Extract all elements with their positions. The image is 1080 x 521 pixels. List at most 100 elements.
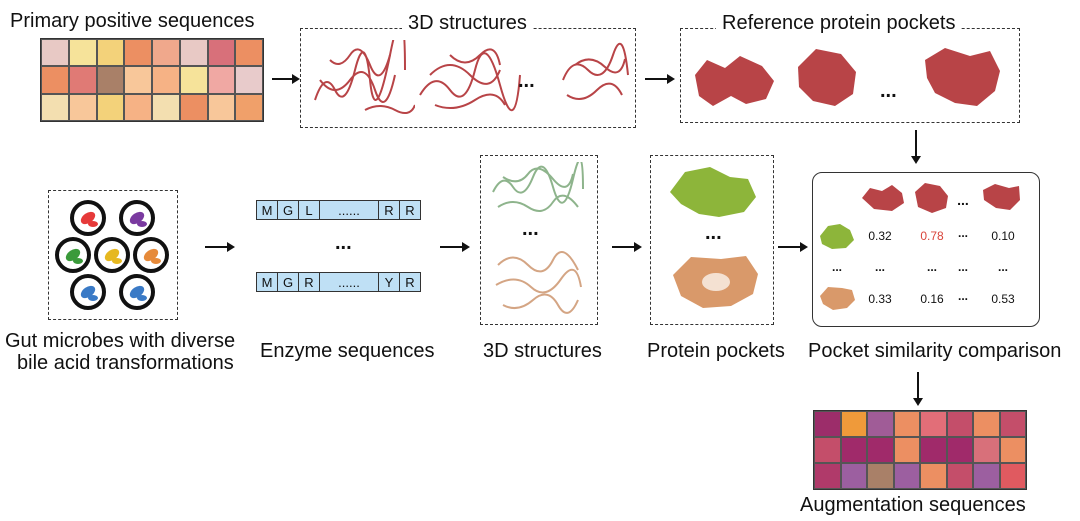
sequence-cell — [41, 66, 69, 94]
amino-acid-cell: ...... — [319, 272, 379, 292]
protein-structure-icon — [562, 42, 629, 100]
sequence-cell — [893, 437, 920, 463]
sequence-cell — [973, 437, 1000, 463]
arrow-down — [911, 130, 921, 164]
top-structures-label: 3D structures — [402, 12, 533, 34]
augmentation-label: Augmentation sequences — [800, 494, 1026, 516]
sequence-cell — [124, 39, 152, 67]
reference-pocket-icon — [983, 184, 1020, 210]
arrow-right — [645, 74, 675, 84]
gut-microbes-label-line2: bile acid transformations — [17, 352, 234, 374]
matrix-ellipsis: ... — [997, 260, 1008, 274]
bacterium-icon — [88, 295, 98, 301]
sequence-cell — [41, 39, 69, 67]
sequence-cell — [179, 66, 208, 94]
tan-pocket-icon — [673, 256, 758, 308]
augmentation-sequences-grid — [813, 410, 1027, 490]
bacterium-icon — [129, 211, 145, 225]
bacterium-icon — [80, 211, 96, 225]
bacterium-icon — [73, 258, 83, 264]
protein-pockets-box — [650, 155, 774, 325]
gut-microbes-box — [48, 190, 178, 320]
bacterium-icon — [137, 295, 147, 301]
reference-pocket-icon — [862, 185, 904, 211]
sequence-cell — [999, 463, 1026, 489]
bacterium-icon — [88, 221, 98, 227]
similarity-label: Pocket similarity comparison — [808, 340, 1062, 362]
reference-pocket-icon — [695, 56, 774, 106]
sequence-cell — [207, 39, 236, 67]
sequence-cell — [96, 66, 125, 94]
sequence-cell — [840, 463, 867, 489]
matrix-ellipsis: ... — [831, 260, 842, 274]
sequence-cell — [152, 39, 180, 67]
sequence-cell — [973, 411, 1000, 437]
amino-acid-cell: G — [277, 272, 299, 292]
sequence-cell — [235, 39, 263, 67]
similarity-value: 0.53 — [991, 292, 1015, 306]
matrix-ellipsis: ... — [874, 260, 885, 274]
amino-acid-cell: G — [277, 200, 299, 220]
bottom-structures-box — [480, 155, 598, 325]
amino-acid-cell: R — [378, 200, 400, 220]
matrix-ellipsis: ... — [957, 289, 968, 303]
pocket-similarity-box — [812, 172, 1040, 327]
sequence-cell — [920, 411, 947, 437]
ellipsis: ... — [880, 80, 897, 102]
amino-acid-cell: M — [256, 272, 278, 292]
sequence-cell — [124, 66, 152, 94]
sequence-cell — [96, 93, 125, 121]
reference-pocket-icon — [798, 49, 856, 106]
sequence-cell — [96, 39, 125, 67]
sequence-cell — [179, 93, 208, 121]
protein-structure-icon — [419, 48, 521, 111]
primary-sequences-grid — [40, 38, 264, 122]
sequence-cell — [68, 39, 97, 67]
green-structure-icon — [492, 162, 584, 212]
sequence-cell — [946, 411, 973, 437]
reference-pocket-icon — [915, 183, 948, 213]
amino-acid-cell: L — [298, 200, 320, 220]
arrow-right — [612, 242, 642, 252]
reference-pocket-icon — [925, 48, 1000, 106]
ellipsis: ... — [522, 218, 539, 240]
amino-acid-cell: R — [399, 272, 421, 292]
arrow-right — [778, 242, 808, 252]
sequence-cell — [207, 93, 236, 121]
bacterium-icon — [137, 221, 147, 227]
ellipsis: ... — [518, 70, 535, 92]
sequence-cell — [68, 66, 97, 94]
bacterium-icon — [151, 258, 161, 264]
sequence-cell — [179, 39, 208, 67]
sequence-cell — [68, 93, 97, 121]
sequence-cell — [999, 411, 1026, 437]
reference-pockets-label: Reference protein pockets — [716, 12, 962, 34]
sequence-cell — [814, 411, 841, 437]
sequence-cell — [235, 66, 263, 94]
amino-acid-cell: R — [298, 272, 320, 292]
ellipsis: ... — [335, 232, 352, 254]
sequence-cell — [999, 437, 1026, 463]
sequence-cell — [973, 463, 1000, 489]
protein-structure-icon — [314, 40, 415, 115]
matrix-ellipsis: ... — [957, 192, 969, 208]
bacterium-icon — [65, 248, 81, 262]
bottom-structures-label: 3D structures — [483, 340, 602, 362]
matrix-ellipsis: ... — [926, 260, 937, 274]
sequence-cell — [893, 463, 920, 489]
sequence-cell — [235, 93, 263, 121]
sequence-cell — [152, 93, 180, 121]
sequence-cell — [840, 437, 867, 463]
similarity-value: 0.32 — [868, 229, 892, 243]
matrix-ellipsis: ... — [957, 226, 968, 240]
sequence-cell — [41, 93, 69, 121]
sequence-cell — [814, 437, 841, 463]
sequence-cell — [867, 411, 894, 437]
amino-acid-cell: R — [399, 200, 421, 220]
enzyme-sequences-label: Enzyme sequences — [260, 340, 435, 362]
tan-structure-icon — [495, 251, 582, 314]
similarity-value: 0.33 — [868, 292, 892, 306]
amino-acid-cell: Y — [378, 272, 400, 292]
